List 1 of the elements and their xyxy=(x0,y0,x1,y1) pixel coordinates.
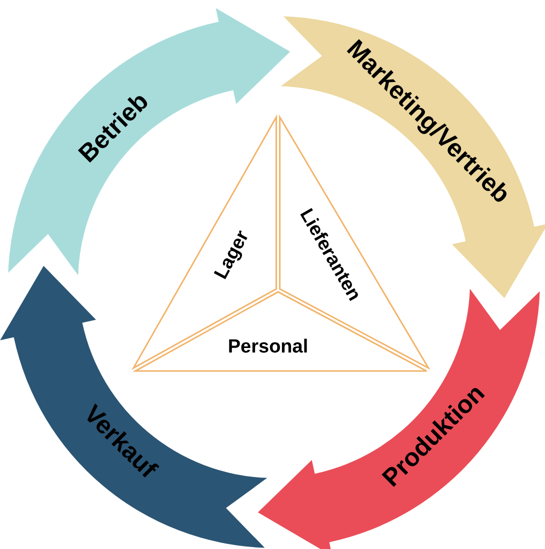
section-label: Personal xyxy=(228,338,308,356)
